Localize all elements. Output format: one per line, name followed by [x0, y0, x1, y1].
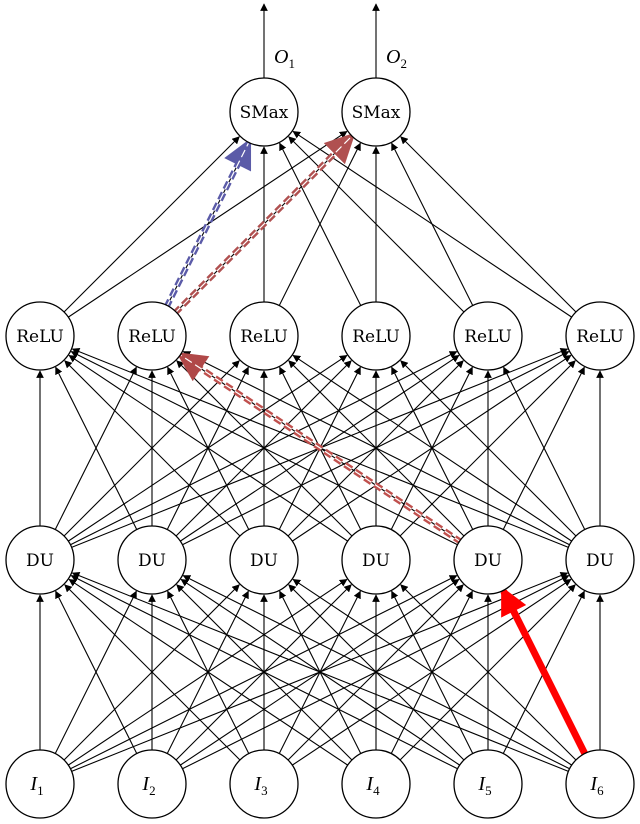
- du-node-label: DU: [474, 551, 502, 571]
- edge-du-6-to-relu-4: [400, 360, 577, 537]
- relu-node-label: ReLU: [16, 327, 64, 347]
- relu-node-label: ReLU: [128, 327, 176, 347]
- relu-node-1: ReLU: [5, 301, 75, 371]
- highlighted-paths: [163, 132, 589, 757]
- du-node-label: DU: [586, 551, 614, 571]
- edge-input-6-to-du-1: [71, 571, 569, 772]
- input-node-2: I2: [117, 749, 187, 819]
- edge-relu-6-to-output-1: [292, 130, 573, 318]
- relu-node-5: ReLU: [453, 301, 523, 371]
- highlighted-path-3: [163, 137, 252, 309]
- input-node-6: I6: [565, 749, 635, 819]
- du-node-5: DU: [453, 525, 523, 595]
- edge-input-6-to-du-2: [182, 575, 570, 770]
- output-node-1: SMax: [229, 77, 299, 147]
- du-node-label: DU: [26, 551, 54, 571]
- relu-node-label: ReLU: [576, 327, 624, 347]
- relu-node-3: ReLU: [229, 301, 299, 371]
- relu-node-label: ReLU: [464, 327, 512, 347]
- output-labels: O1 O2: [274, 46, 407, 71]
- output-label-1: O1: [274, 46, 295, 71]
- du-node-4: DU: [341, 525, 411, 595]
- du-node-label: DU: [250, 551, 278, 571]
- input-node-1: I1: [5, 749, 75, 819]
- input-node-4: I4: [341, 749, 411, 819]
- highlighted-path-2: [176, 352, 464, 545]
- du-node-2: DU: [117, 525, 187, 595]
- edge-du-4-to-relu-1: [68, 354, 349, 542]
- input-node-5: I5: [453, 749, 523, 819]
- edge-du-3-to-relu-1: [64, 360, 241, 537]
- edges-layer: [36, 3, 604, 772]
- edge-input-5-to-du-1: [70, 575, 458, 770]
- edge-relu-6-to-output-2: [400, 136, 577, 313]
- relu-node-2: ReLU: [117, 301, 187, 371]
- highlighted-path-1: [500, 586, 589, 757]
- relu-node-4: ReLU: [341, 301, 411, 371]
- du-node-label: DU: [138, 551, 166, 571]
- edge-relu-4-to-output-1: [279, 142, 362, 306]
- edge-input-6-to-du-4: [400, 584, 577, 761]
- edge-du-6-to-relu-5: [503, 366, 586, 530]
- edge-input-6-to-du-3: [292, 578, 573, 766]
- relu-node-label: ReLU: [240, 327, 288, 347]
- edge-input-4-to-du-1: [68, 578, 349, 766]
- edge-input-2-to-du-1: [55, 590, 138, 754]
- relu-node-6: ReLU: [565, 301, 635, 371]
- output-node-2: SMax: [341, 77, 411, 147]
- edge-du-6-to-relu-3: [292, 354, 573, 542]
- du-node-6: DU: [565, 525, 635, 595]
- edge-du-2-to-relu-1: [55, 366, 138, 530]
- highlighted-path-4: [172, 132, 356, 316]
- edge-du-6-to-relu-2: [182, 351, 570, 546]
- edge-input-3-to-du-1: [64, 584, 241, 761]
- du-node-label: DU: [362, 551, 390, 571]
- du-node-3: DU: [229, 525, 299, 595]
- relu-node-label: ReLU: [352, 327, 400, 347]
- du-node-1: DU: [5, 525, 75, 595]
- output-node-label: SMax: [240, 103, 289, 123]
- edge-relu-1-to-output-1: [63, 136, 240, 313]
- edge-du-5-to-relu-1: [70, 351, 458, 546]
- input-node-3: I3: [229, 749, 299, 819]
- output-node-label: SMax: [352, 103, 401, 123]
- output-label-2: O2: [386, 46, 407, 71]
